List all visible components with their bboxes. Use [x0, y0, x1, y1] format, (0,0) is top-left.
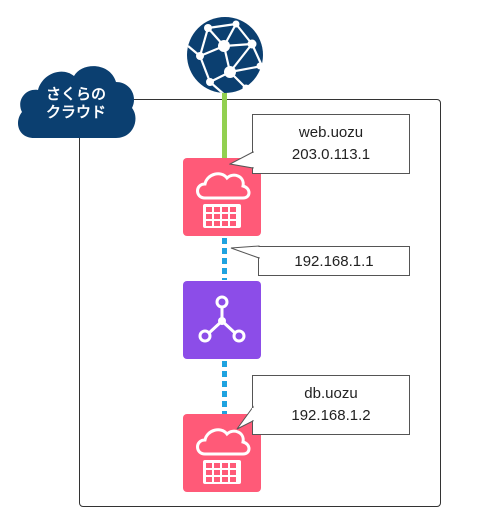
private-link-switch-to-db: [222, 361, 227, 414]
switch-callout-tail: [230, 245, 260, 259]
switch-node: [183, 281, 261, 359]
db-hostname-label: db.uozu: [304, 385, 358, 402]
db-server-node: [183, 414, 261, 492]
switch-ip-label: 192.168.1.1: [294, 253, 374, 270]
network-hub-icon: [198, 295, 246, 343]
cloud-server-icon: [196, 172, 251, 228]
switch-callout: 192.168.1.1: [258, 246, 410, 276]
web-hostname-label: web.uozu: [298, 124, 364, 141]
cloud-name-line1: さくらの: [45, 86, 106, 103]
web-server-node: [183, 158, 261, 236]
sakura-cloud-logo: さくらの クラウド: [12, 56, 140, 142]
db-callout-tail: [236, 405, 254, 430]
web-ip-label: 203.0.113.1: [291, 146, 371, 163]
db-ip-label: 192.168.1.2: [291, 407, 371, 424]
private-link-web-to-switch: [222, 238, 227, 280]
cloud-region-boundary: [79, 99, 441, 507]
internet-uplink-line: [222, 92, 227, 158]
cloud-name-line2: クラウド: [45, 104, 106, 121]
cloud-shape-icon: [18, 66, 136, 138]
db-server-callout: db.uozu 192.168.1.2: [252, 375, 410, 435]
globe-network-icon: [186, 16, 264, 94]
web-server-callout: web.uozu 203.0.113.1: [252, 114, 410, 174]
cloud-server-icon: [196, 428, 251, 484]
web-callout-tail: [229, 151, 254, 169]
